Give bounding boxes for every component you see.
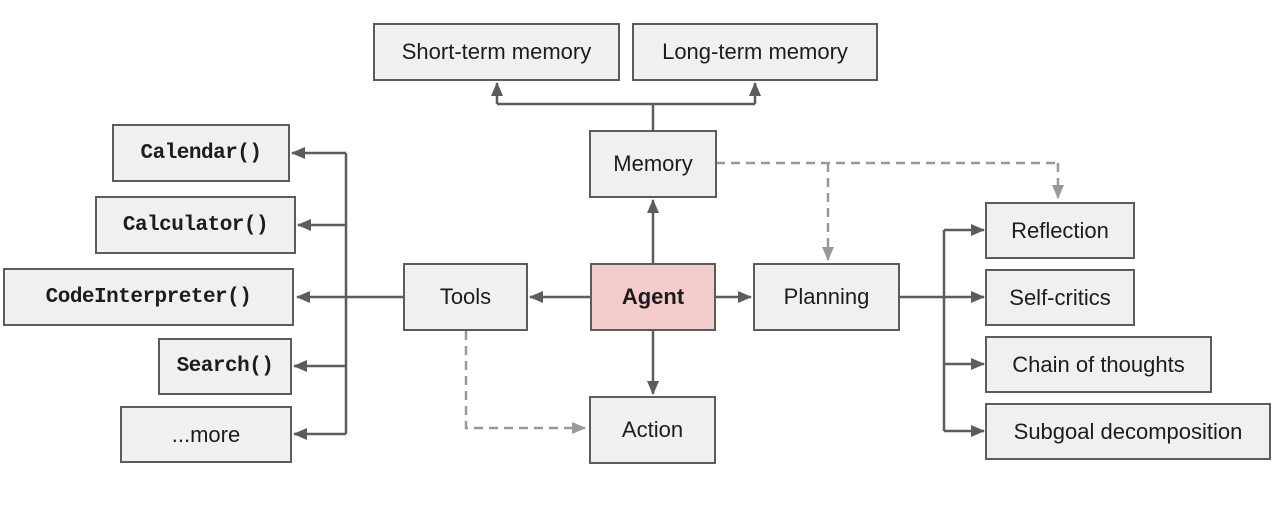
- edge-tools-action-dashed: [464, 331, 586, 434]
- node-self-critics: Self-critics: [985, 269, 1135, 326]
- node-calendar: Calendar(): [112, 124, 290, 182]
- node-chain-of-thoughts: Chain of thoughts: [985, 336, 1212, 393]
- node-long-term-memory: Long-term memory: [632, 23, 878, 81]
- node-planning: Planning: [753, 263, 900, 331]
- node-memory: Memory: [589, 130, 717, 198]
- node-tools: Tools: [403, 263, 528, 331]
- node-calculator: Calculator(): [95, 196, 296, 254]
- node-subgoal-decomposition: Subgoal decomposition: [985, 403, 1271, 460]
- node-reflection: Reflection: [985, 202, 1135, 259]
- node-code-interpreter: CodeInterpreter(): [3, 268, 294, 326]
- node-action: Action: [589, 396, 716, 464]
- node-search: Search(): [158, 338, 292, 395]
- node-more: ...more: [120, 406, 292, 463]
- node-short-term-memory: Short-term memory: [373, 23, 620, 81]
- node-agent: Agent: [590, 263, 716, 331]
